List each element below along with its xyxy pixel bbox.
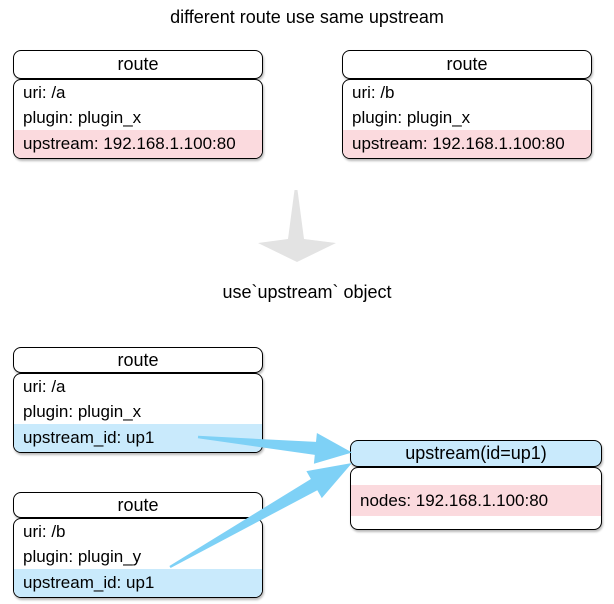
field-uri: uri: /b	[352, 83, 395, 102]
box-title: route	[446, 54, 488, 74]
route-box-header: route	[13, 50, 263, 79]
route-box-a-after: route uri: /a plugin: plugin_x upstream_…	[13, 347, 263, 453]
upstream-box: upstream(id=up1) nodes: 192.168.1.100:80	[350, 440, 602, 530]
box-title: upstream(id=up1)	[405, 443, 547, 463]
route-box-header: route	[13, 492, 263, 518]
route-box-body: uri: /a plugin: plugin_x upstream: 192.1…	[13, 79, 263, 159]
field-upstream: upstream: 192.168.1.100:80	[343, 130, 591, 158]
box-title: route	[117, 495, 159, 515]
field-uri: uri: /a	[23, 377, 66, 396]
field-upstream-id: upstream_id: up1	[14, 424, 262, 452]
down-arrow-icon	[258, 190, 336, 262]
transform-label: use`upstream` object	[222, 282, 392, 302]
field-uri: uri: /b	[23, 522, 66, 541]
field-plugin: plugin: plugin_y	[23, 547, 142, 566]
route-box-b-before: route uri: /b plugin: plugin_x upstream:…	[342, 50, 592, 159]
route-box-b-after: route uri: /b plugin: plugin_y upstream_…	[13, 492, 263, 598]
route-box-header: route	[342, 50, 592, 79]
route-box-body: uri: /b plugin: plugin_x upstream: 192.1…	[342, 79, 592, 159]
field-upstream-id: upstream_id: up1	[14, 569, 262, 597]
field-nodes: nodes: 192.168.1.100:80	[351, 485, 601, 516]
box-title: route	[117, 350, 159, 370]
upstream-box-header: upstream(id=up1)	[350, 440, 602, 467]
field-plugin: plugin: plugin_x	[23, 402, 142, 421]
route-box-body: uri: /b plugin: plugin_y upstream_id: up…	[13, 518, 263, 598]
box-title: route	[117, 54, 159, 74]
route-box-a-before: route uri: /a plugin: plugin_x upstream:…	[13, 50, 263, 159]
route-box-header: route	[13, 347, 263, 373]
field-uri: uri: /a	[23, 83, 66, 102]
field-plugin: plugin: plugin_x	[23, 108, 142, 127]
diagram-title: different route use same upstream	[170, 7, 444, 27]
field-plugin: plugin: plugin_x	[352, 108, 471, 127]
field-upstream: upstream: 192.168.1.100:80	[14, 130, 262, 158]
route-box-body: uri: /a plugin: plugin_x upstream_id: up…	[13, 373, 263, 453]
upstream-box-body: nodes: 192.168.1.100:80	[350, 467, 602, 530]
